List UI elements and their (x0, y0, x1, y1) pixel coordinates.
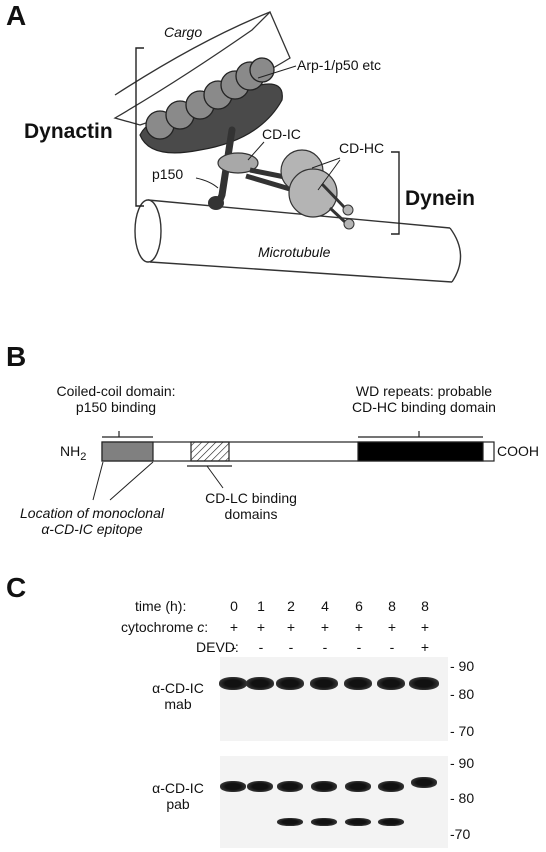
arp-label: Arp-1/p50 etc (297, 57, 382, 73)
cargo-label: Cargo (164, 24, 203, 40)
lane-devd-3: - (322, 639, 328, 655)
coiled-coil-line2: p150 binding (75, 399, 157, 415)
mab-band-1 (246, 677, 274, 690)
blot-pab-label-line1: α-CD-IC (152, 780, 204, 796)
cd-hc-label: CD-HC (339, 140, 385, 156)
pab-band-upper-1 (247, 781, 273, 792)
pab-band-lower-3 (311, 818, 337, 826)
lane-devd-2: - (288, 639, 294, 655)
epitope-line2: α-CD-IC epitope (41, 521, 143, 537)
nh2-text: NH (60, 443, 81, 459)
nh2-subscript: 2 (80, 450, 87, 463)
blot-mab-marker-90: - 90 (450, 658, 475, 674)
blot-mab-marker-70: - 70 (450, 723, 475, 739)
lane-cytochrome-0: + (229, 619, 239, 635)
lane-time-3: 4 (321, 598, 329, 614)
dynein-label: Dynein (405, 187, 476, 210)
pab-band-upper-0 (220, 781, 246, 792)
lane-time-4: 6 (355, 598, 363, 614)
wd-line1: WD repeats: probable (355, 383, 493, 399)
blot-mab-marker-80: - 80 (450, 686, 475, 702)
lane-devd-1: - (258, 639, 264, 655)
mab-band-6 (409, 677, 439, 690)
lane-time-1: 1 (257, 598, 265, 614)
wd-repeats-label: WD repeats: probable CD-HC binding domai… (344, 383, 504, 415)
blot-pab-marker-90: - 90 (450, 755, 475, 771)
lane-devd-4: - (356, 639, 362, 655)
lane-devd-0: - (231, 639, 237, 655)
lane-time-2: 2 (287, 598, 295, 614)
dynactin-label: Dynactin (24, 120, 113, 143)
blot-mab (220, 657, 448, 741)
pab-band-upper-6 (411, 777, 437, 788)
blot-pab-label-line2: pab (166, 796, 190, 812)
p150-label: p150 (152, 166, 184, 182)
lane-cytochrome-5: + (387, 619, 397, 635)
lane-devd-6: + (420, 639, 430, 655)
lane-time-0: 0 (230, 598, 238, 614)
lane-cytochrome-2: + (286, 619, 296, 635)
mab-band-2 (276, 677, 304, 690)
pab-band-upper-2 (277, 781, 303, 792)
mab-band-3 (310, 677, 338, 690)
lane-cytochrome-1: + (256, 619, 266, 635)
lane-cytochrome-6: + (420, 619, 430, 635)
lane-devd-5: - (389, 639, 395, 655)
pab-band-upper-3 (311, 781, 337, 792)
coiled-coil-label: Coiled-coil domain: p150 binding (46, 383, 186, 415)
panel-c-letter: C (6, 572, 27, 603)
lane-time-5: 8 (388, 598, 396, 614)
mab-band-5 (377, 677, 405, 690)
blot-mab-label-line2: mab (164, 696, 192, 712)
microtubule-label: Microtubule (258, 244, 331, 260)
panel-a-illustration (113, 10, 462, 283)
time-row-label: time (h): (135, 598, 187, 614)
pab-band-lower-5 (378, 818, 404, 826)
lane-cytochrome-4: + (354, 619, 364, 635)
pab-band-upper-5 (378, 781, 404, 792)
mab-band-4 (344, 677, 372, 690)
panel-b-letter: B (6, 341, 27, 372)
blot-pab-marker-80: - 80 (450, 790, 475, 806)
cooh-label: COOH (497, 443, 539, 459)
cytochrome-row-label: cytochrome c: (121, 619, 209, 635)
lane-time-6: 8 (421, 598, 429, 614)
cd-ic-label: CD-IC (262, 126, 301, 142)
lane-cytochrome-3: + (320, 619, 330, 635)
pab-band-upper-4 (345, 781, 371, 792)
coiled-coil-line1: Coiled-coil domain: (56, 383, 176, 399)
cd-lc-line1: CD-LC binding (205, 490, 297, 506)
blot-pab-marker-70: -70 (450, 826, 471, 842)
panel-a-letter: A (6, 0, 27, 31)
blot-pab-label: α-CD-IC pab (138, 780, 218, 812)
wd-line2: CD-HC binding domain (352, 399, 496, 415)
pab-band-lower-4 (345, 818, 371, 826)
cd-lc-label: CD-LC binding domains (196, 490, 306, 522)
blot-pab (220, 756, 448, 848)
devd-row-label: DEVD: (196, 639, 239, 655)
epitope-label: Location of monoclonal α-CD-IC epitope (4, 505, 180, 537)
epitope-line1: Location of monoclonal (20, 505, 164, 521)
blot-mab-label: α-CD-IC mab (138, 680, 218, 712)
cd-lc-line2: domains (224, 506, 278, 522)
mab-band-0 (219, 677, 247, 690)
blot-mab-label-line1: α-CD-IC (152, 680, 204, 696)
pab-band-lower-2 (277, 818, 303, 826)
nh2-label: NH2 (60, 443, 86, 463)
